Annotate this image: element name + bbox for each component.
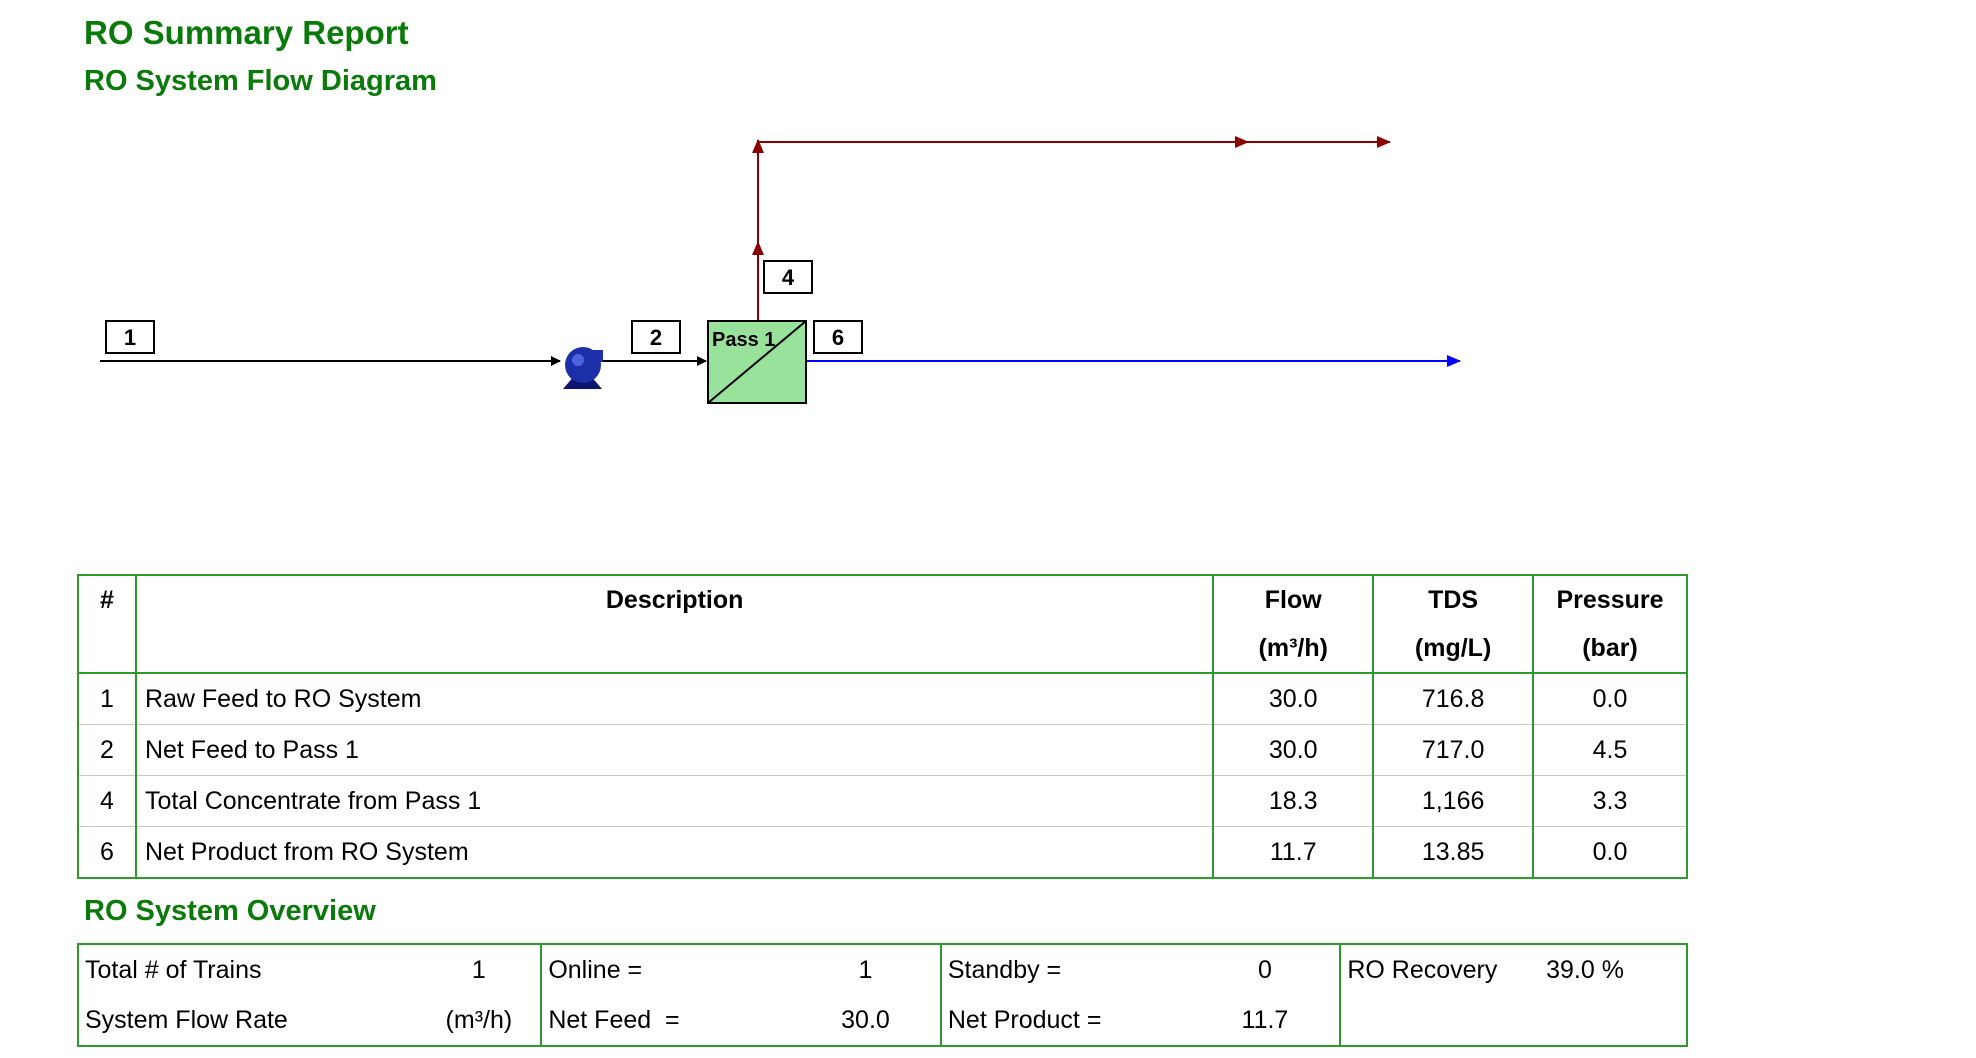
cell-pressure: 0.0: [1532, 826, 1687, 878]
stream-label-1: 1: [105, 320, 155, 354]
cell-tds: 1,166: [1372, 775, 1534, 827]
report-title: RO Summary Report: [84, 14, 409, 51]
flow-rate-unit: (m³/h): [445, 1005, 513, 1034]
standby-value: 0: [1257, 955, 1272, 984]
cell-number: 4: [78, 775, 136, 827]
diagram-title: RO System Flow Diagram: [84, 65, 437, 97]
stream-label-2: 2: [631, 320, 681, 354]
svg-text:6: 6: [832, 325, 844, 350]
overview-row-flow: System Flow Rate (m³/h) Net Feed = 30.0 …: [78, 995, 1687, 1046]
overview-row-trains: Total # of Trains 1 Online = 1 Standby =…: [78, 944, 1687, 995]
col-unit-tds: (mg/L): [1372, 624, 1534, 674]
flow-rate-label: System Flow Rate: [85, 1005, 288, 1034]
empty-cell: [1540, 995, 1687, 1046]
pass-1-label: Pass 1: [712, 329, 775, 351]
online-value: 1: [858, 955, 873, 984]
stream-label-6: 6: [813, 320, 863, 354]
flow-diagram: Pass 1 1 2 4 6: [100, 136, 1461, 404]
col-unit-description: [134, 624, 1214, 674]
stream-table: # Description Flow TDS Pressure (m³/h) (…: [77, 574, 1688, 879]
recovery-label: RO Recovery: [1339, 944, 1541, 995]
cell-number: 1: [78, 673, 136, 725]
cell-number: 2: [78, 724, 136, 776]
col-unit-pressure: (bar): [1532, 624, 1687, 674]
cell-flow: 30.0: [1212, 673, 1374, 725]
cell-description: Net Product from RO System: [134, 826, 1214, 878]
net-product-value: 11.7: [1241, 1005, 1289, 1034]
recovery-value: 39.0 %: [1546, 955, 1624, 984]
svg-text:1: 1: [124, 325, 136, 350]
net-feed-label: Net Feed =: [540, 995, 792, 1046]
cell-flow: 18.3: [1212, 775, 1374, 827]
cell-pressure: 3.3: [1532, 775, 1687, 827]
standby-label: Standby =: [939, 944, 1191, 995]
cell-flow: 11.7: [1212, 826, 1374, 878]
col-header-description: Description: [134, 575, 1214, 624]
col-header-pressure: Pressure: [1532, 575, 1687, 624]
cell-pressure: 0.0: [1532, 673, 1687, 725]
stream-label-4: 4: [763, 260, 813, 294]
col-unit-number: [78, 624, 136, 674]
table-row: 4 Total Concentrate from Pass 1 18.3 1,1…: [78, 775, 1687, 827]
net-product-label: Net Product =: [939, 995, 1191, 1046]
cell-tds: 13.85: [1372, 826, 1534, 878]
col-unit-flow: (m³/h): [1212, 624, 1374, 674]
cell-pressure: 4.5: [1532, 724, 1687, 776]
overview-table: Total # of Trains 1 Online = 1 Standby =…: [77, 943, 1688, 1047]
cell-number: 6: [100, 837, 114, 866]
stream-table-header-row: # Description Flow TDS Pressure: [78, 575, 1687, 624]
table-row: 1 Raw Feed to RO System 30.0 716.8 0.0: [78, 673, 1687, 725]
table-row: 6 Net Product from RO System 11.7 13.85 …: [78, 826, 1687, 878]
svg-text:4: 4: [782, 265, 795, 290]
col-header-number: #: [100, 585, 114, 614]
pump-icon: [563, 347, 603, 389]
overview-title: RO System Overview: [84, 895, 376, 927]
cell-description: Raw Feed to RO System: [134, 673, 1214, 725]
cell-description: Net Feed to Pass 1: [134, 724, 1214, 776]
cell-flow: 30.0: [1212, 724, 1374, 776]
cell-tds: 716.8: [1372, 673, 1534, 725]
pass-1-membrane: Pass 1: [707, 320, 807, 404]
total-trains-value: 1: [471, 955, 486, 984]
svg-text:2: 2: [650, 325, 662, 350]
table-row: 2 Net Feed to Pass 1 30.0 717.0 4.5: [78, 724, 1687, 776]
online-label: Online =: [540, 944, 792, 995]
net-feed-value: 30.0: [841, 1005, 890, 1034]
col-header-tds: TDS: [1372, 575, 1534, 624]
stream-table-units-row: (m³/h) (mg/L) (bar): [78, 624, 1687, 674]
cell-description: Total Concentrate from Pass 1: [134, 775, 1214, 827]
col-header-flow: Flow: [1212, 575, 1374, 624]
total-trains-label: Total # of Trains: [85, 955, 262, 984]
empty-cell: [1339, 995, 1541, 1046]
cell-tds: 717.0: [1372, 724, 1534, 776]
